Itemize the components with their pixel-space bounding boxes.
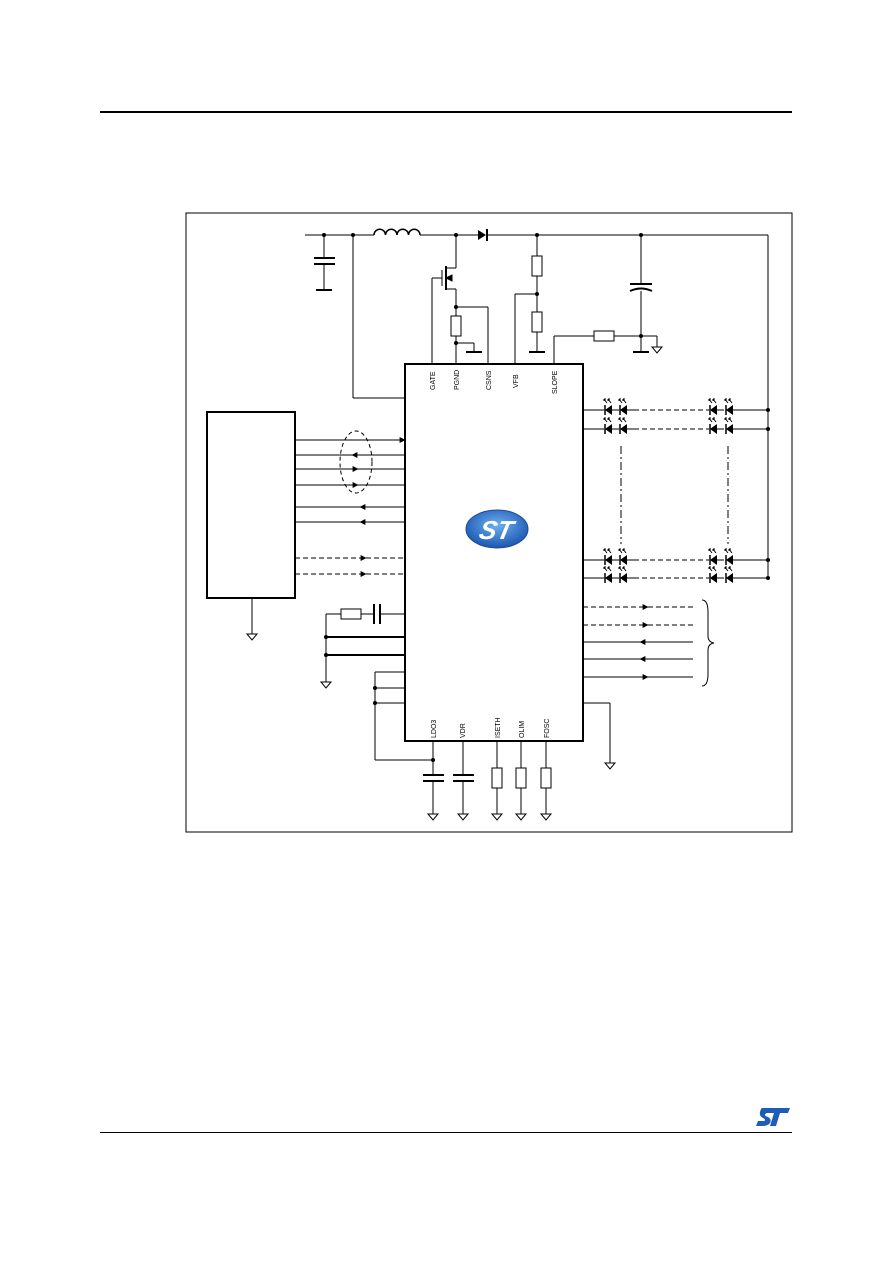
sense-resistor — [450, 306, 489, 364]
led-diodes — [603, 398, 740, 583]
pin-gate: GATE — [430, 371, 437, 390]
pin-vdr: VDR — [460, 723, 467, 738]
led-strings — [583, 409, 768, 579]
led-icon — [724, 417, 740, 434]
pin-olim: OLIM — [519, 721, 526, 738]
pin-iseth: ISETH — [495, 717, 502, 738]
figure-frame — [185, 212, 793, 833]
top-pin-labels: GATE PGND CSNS VFB SLOPE — [430, 370, 559, 394]
led-icon — [603, 417, 619, 434]
pin-fosc: FOSC — [544, 719, 551, 738]
led-icon — [618, 417, 634, 434]
led-icon — [708, 398, 724, 415]
st-logo-footer — [756, 1108, 790, 1126]
right-io-lines — [583, 599, 715, 687]
output-capacitor — [629, 235, 653, 353]
footer-rule — [100, 1132, 792, 1133]
led-icon — [618, 566, 634, 583]
pin-vfb: VFB — [513, 374, 520, 388]
controller-ic — [404, 363, 584, 742]
pin-ldo3: LDO3 — [431, 720, 438, 738]
power-mosfet — [431, 235, 457, 364]
pin-pgnd: PGND — [454, 370, 461, 390]
led-icon — [603, 398, 619, 415]
input-capacitor — [314, 235, 335, 291]
slope-network — [553, 330, 664, 364]
host-block — [206, 411, 296, 599]
led-icon — [603, 566, 619, 583]
bottom-pin-labels: LDO3 VDR ISETH OLIM FOSC — [431, 717, 551, 738]
led-icon — [618, 548, 634, 565]
host-interface-lines — [245, 430, 406, 641]
led-icon — [708, 548, 724, 565]
inductor — [373, 228, 421, 236]
led-icon — [618, 398, 634, 415]
st-logo-center: ST — [465, 509, 529, 549]
led-icon — [724, 548, 740, 565]
led-icon — [724, 566, 740, 583]
led-icon — [708, 417, 724, 434]
pin-csns: CSNS — [486, 370, 493, 390]
compensation-network — [319, 604, 433, 761]
feedback-divider — [514, 235, 545, 364]
pin-slope: SLOPE — [552, 370, 559, 394]
led-icon — [724, 398, 740, 415]
boost-diode — [478, 229, 488, 241]
led-icon — [603, 548, 619, 565]
bottom-components — [423, 702, 617, 821]
led-icon — [708, 566, 724, 583]
junction-dots — [322, 233, 770, 762]
header-rule — [100, 111, 792, 113]
